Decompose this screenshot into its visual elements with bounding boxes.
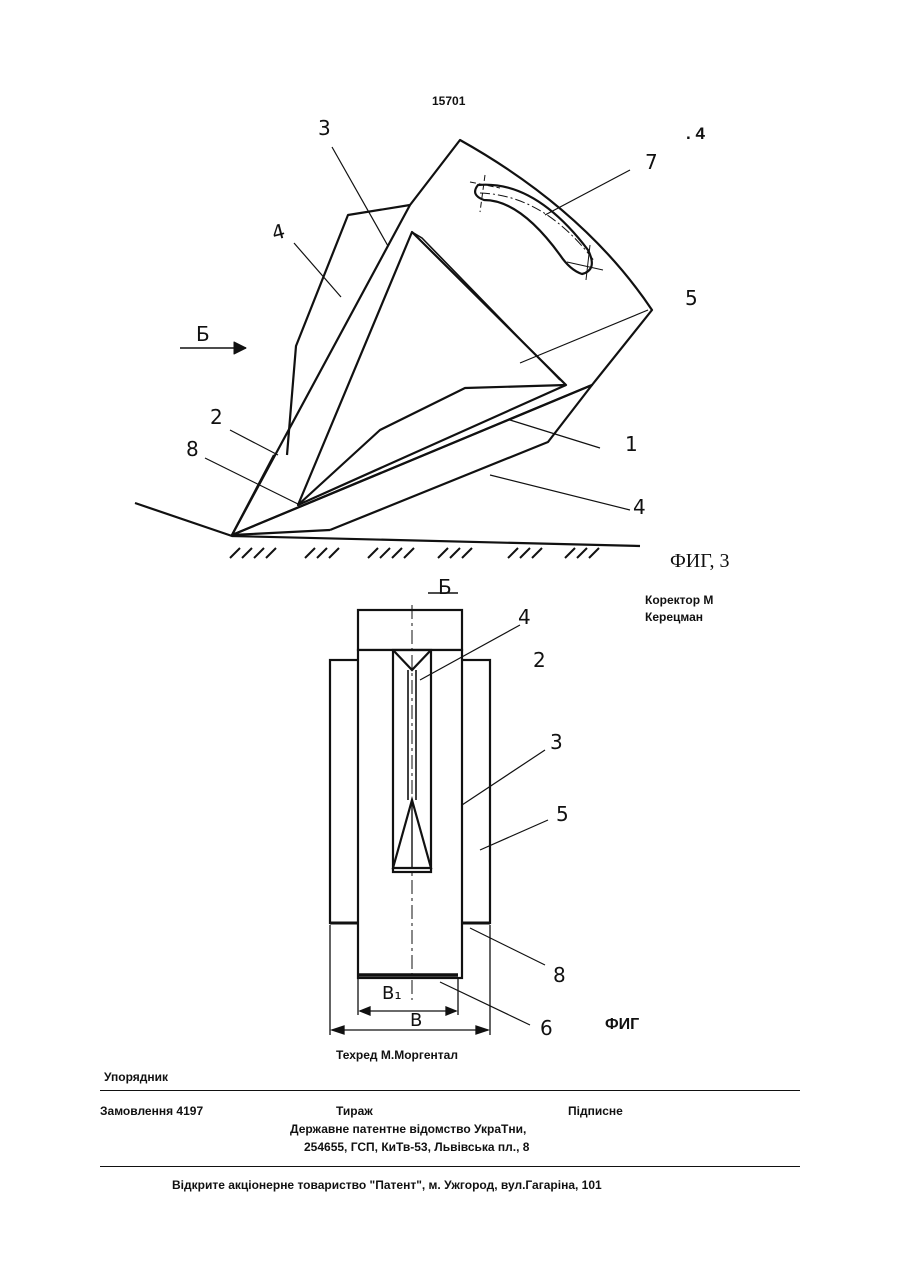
tekhred: Техред М.Моргентал: [336, 1048, 458, 1062]
dimension-b1: B₁: [382, 983, 402, 1004]
fig-bottom-caption: ФИГ: [605, 1016, 639, 1034]
pidpysne: Підписне: [568, 1104, 623, 1118]
tirazh: Тираж: [336, 1104, 373, 1118]
dimension-b: B: [410, 1010, 422, 1031]
fig-bottom-label-b: Б: [438, 575, 452, 599]
korektor-name: Керецман: [645, 610, 703, 624]
order-number: Замовлення 4197: [100, 1104, 203, 1118]
footer-divider-bottom: [100, 1166, 800, 1167]
uporiadnyk: Упорядник: [104, 1070, 168, 1084]
footer-divider-top: [100, 1090, 800, 1091]
fig-bottom-label-2: 2: [533, 648, 546, 672]
fig-bottom-label-6: 6: [540, 1016, 553, 1040]
fig-bottom-label-8: 8: [553, 963, 566, 987]
fig-bottom-label-5: 5: [556, 802, 569, 826]
org-line-1: Державне патентне відомство УкраТни,: [290, 1122, 526, 1136]
fig-bottom-label-3: 3: [550, 730, 563, 754]
org-line-2: 254655, ГСП, КиТв-53, Львівська пл., 8: [304, 1140, 529, 1154]
publisher-line: Відкрите акціонерне товариство "Патент",…: [172, 1178, 602, 1192]
fig-bottom-label-4: 4: [518, 605, 531, 629]
inner-body: [358, 650, 462, 978]
korektor-label: Коректор М: [645, 593, 713, 607]
top-protrusion: [358, 610, 462, 650]
